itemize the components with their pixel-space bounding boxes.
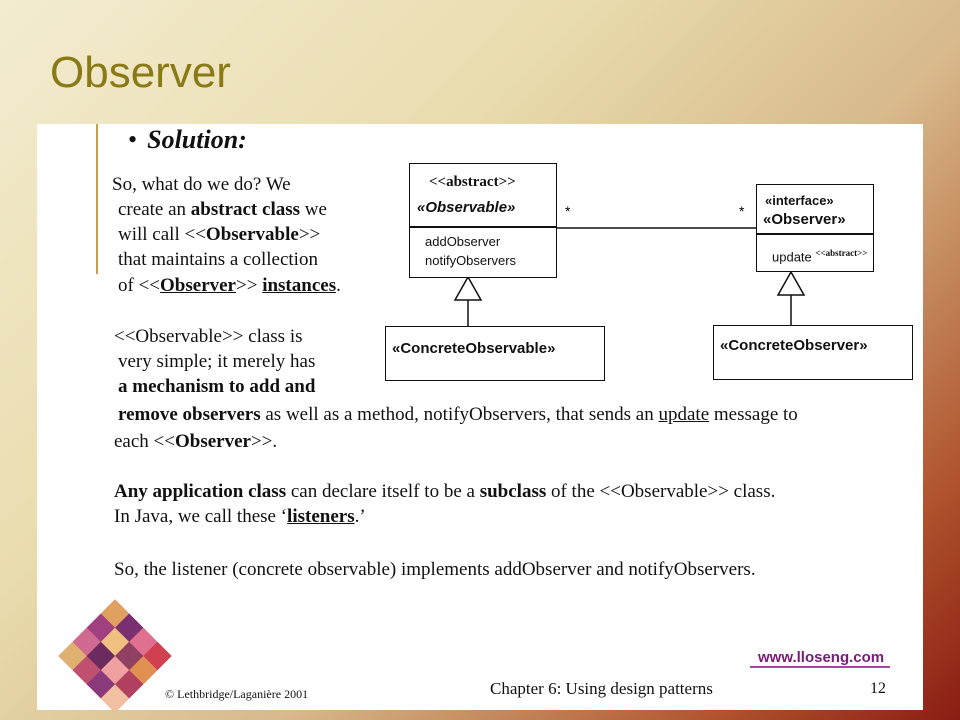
decorative-quilt-graphic: [58, 599, 172, 713]
concrete-observer-name: «ConcreteObserver»: [720, 337, 868, 354]
concrete-observable-name: «ConcreteObservable»: [392, 340, 556, 357]
p1-line4: that maintains a collection: [118, 249, 318, 270]
page-number: 12: [870, 680, 886, 697]
p2-line1: <<Observable>> class is: [114, 326, 303, 347]
p2-line2: very simple; it merely has: [118, 351, 316, 372]
op-notifyobservers: notifyObservers: [425, 253, 517, 268]
observer-interface-box: «interface» «Observer» update <<abstract…: [756, 184, 874, 272]
multiplicity-left: *: [565, 203, 571, 219]
p2-line4: remove observers as well as a method, no…: [118, 404, 798, 425]
observer-name: «Observer»: [763, 211, 846, 228]
p3-line1: Any application class can declare itself…: [114, 481, 776, 502]
op-addobserver: addObserver: [425, 234, 501, 249]
realization-arrow-observer: [776, 270, 806, 296]
p1-line5: of <<Observer>> instances.: [118, 275, 341, 296]
p3-line2: In Java, we call these ‘listeners.’: [114, 506, 366, 527]
concrete-observable-box: «ConcreteObservable»: [385, 326, 605, 381]
slide-title: Observer: [50, 48, 231, 97]
observable-divider: [410, 226, 556, 228]
observable-class-box: <<abstract>> «Observable» addObserver no…: [409, 163, 557, 278]
observer-divider: [757, 233, 873, 235]
p2-line3: a mechanism to add and: [118, 376, 316, 397]
generalization-arrow-observable: [453, 275, 483, 301]
p4-line: So, the listener (concrete observable) i…: [114, 559, 756, 580]
website-link[interactable]: www.lloseng.com: [758, 649, 885, 666]
accent-line: [96, 124, 98, 274]
bullet-symbol: •: [128, 125, 138, 154]
p2-line5: each <<Observer>>.: [114, 431, 278, 452]
op-update: update <<abstract>>: [772, 248, 868, 265]
multiplicity-right: *: [739, 203, 745, 219]
website-underline: [750, 666, 890, 668]
observable-name: «Observable»: [417, 199, 516, 216]
p1-line2: create an abstract class we: [118, 199, 327, 220]
observer-stereotype: «interface»: [765, 193, 834, 208]
footer-chapter: Chapter 6: Using design patterns: [490, 679, 713, 698]
p1-line1: So, what do we do? We: [112, 174, 291, 195]
p1-line3: will call <<Observable>>: [118, 224, 321, 245]
observable-stereotype: <<abstract>>: [429, 174, 516, 190]
bullet-heading: • Solution:: [128, 125, 247, 155]
footer-copyright: © Lethbridge/Laganière 2001: [165, 687, 309, 701]
concrete-observer-box: «ConcreteObserver»: [713, 325, 913, 380]
bullet-label: Solution:: [147, 125, 247, 154]
